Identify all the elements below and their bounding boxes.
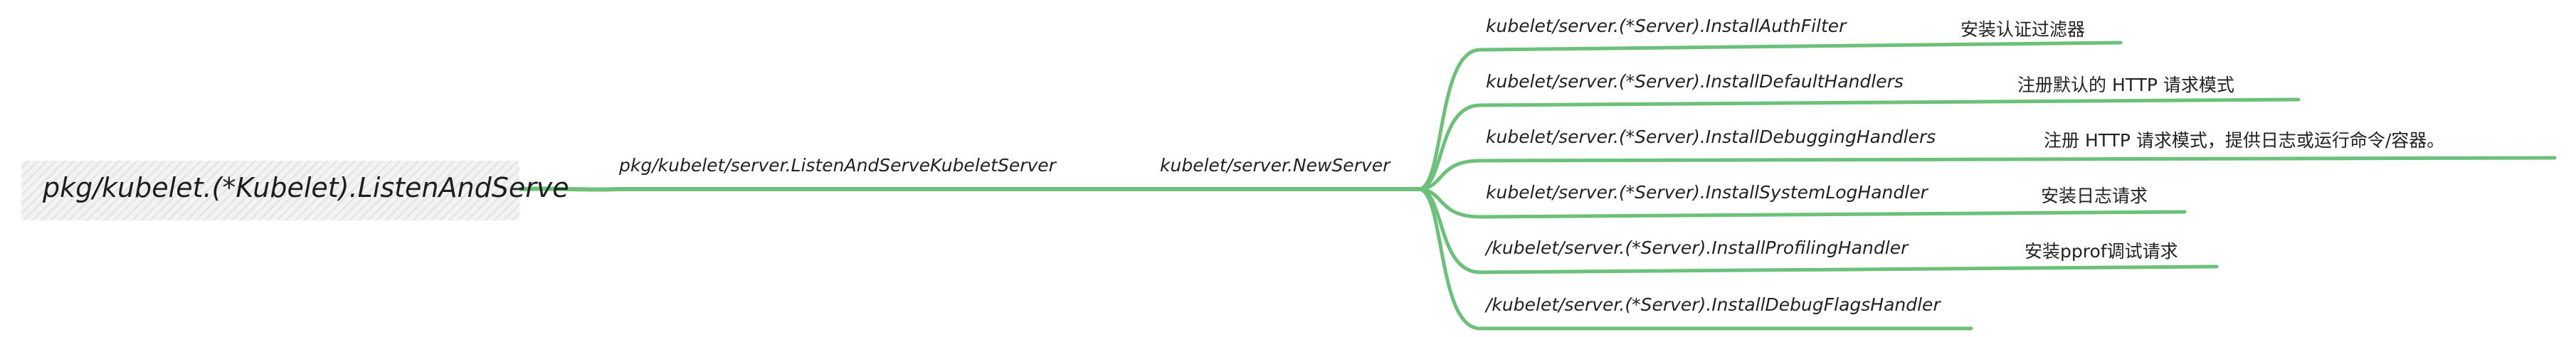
child-node-description: 安装认证过滤器 [1960, 19, 2086, 40]
child-node-description: 安装日志请求 [2041, 186, 2148, 206]
child-node-label[interactable]: kubelet/server.(*Server).InstallSystemLo… [1486, 182, 1928, 203]
child-node-label[interactable]: /kubelet/server.(*Server).InstallDebugFl… [1486, 294, 1941, 315]
root-node-box[interactable] [21, 161, 519, 220]
branch-child-5 [1418, 187, 1973, 331]
child-node-description: 注册默认的 HTTP 请求模式 [2017, 75, 2234, 95]
root-node-label: pkg/kubelet.(*Kubelet).ListenAndServe [43, 172, 569, 203]
branch-child-0 [1418, 41, 2123, 191]
child-node-description: 注册 HTTP 请求模式，提供日志或运行命令/容器。 [2044, 130, 2445, 151]
child-node-label[interactable]: /kubelet/server.(*Server).InstallProfili… [1486, 237, 1909, 258]
newserver-node-label[interactable]: kubelet/server.NewServer [1160, 155, 1390, 176]
branch-child-2 [1418, 156, 2557, 191]
child-node-label[interactable]: kubelet/server.(*Server).InstallDebuggin… [1486, 127, 1936, 147]
branch-child-3 [1418, 187, 2187, 219]
server-node-label[interactable]: pkg/kubelet/server.ListenAndServeKubelet… [619, 155, 1056, 176]
child-node-label[interactable]: kubelet/server.(*Server).InstallAuthFilt… [1486, 16, 1847, 36]
child-node-description: 安装pprof调试请求 [2025, 241, 2178, 262]
branch-root-to-server [517, 186, 1084, 192]
child-node-label[interactable]: kubelet/server.(*Server).InstallDefaultH… [1486, 71, 1904, 92]
branch-child-1 [1418, 97, 2301, 191]
